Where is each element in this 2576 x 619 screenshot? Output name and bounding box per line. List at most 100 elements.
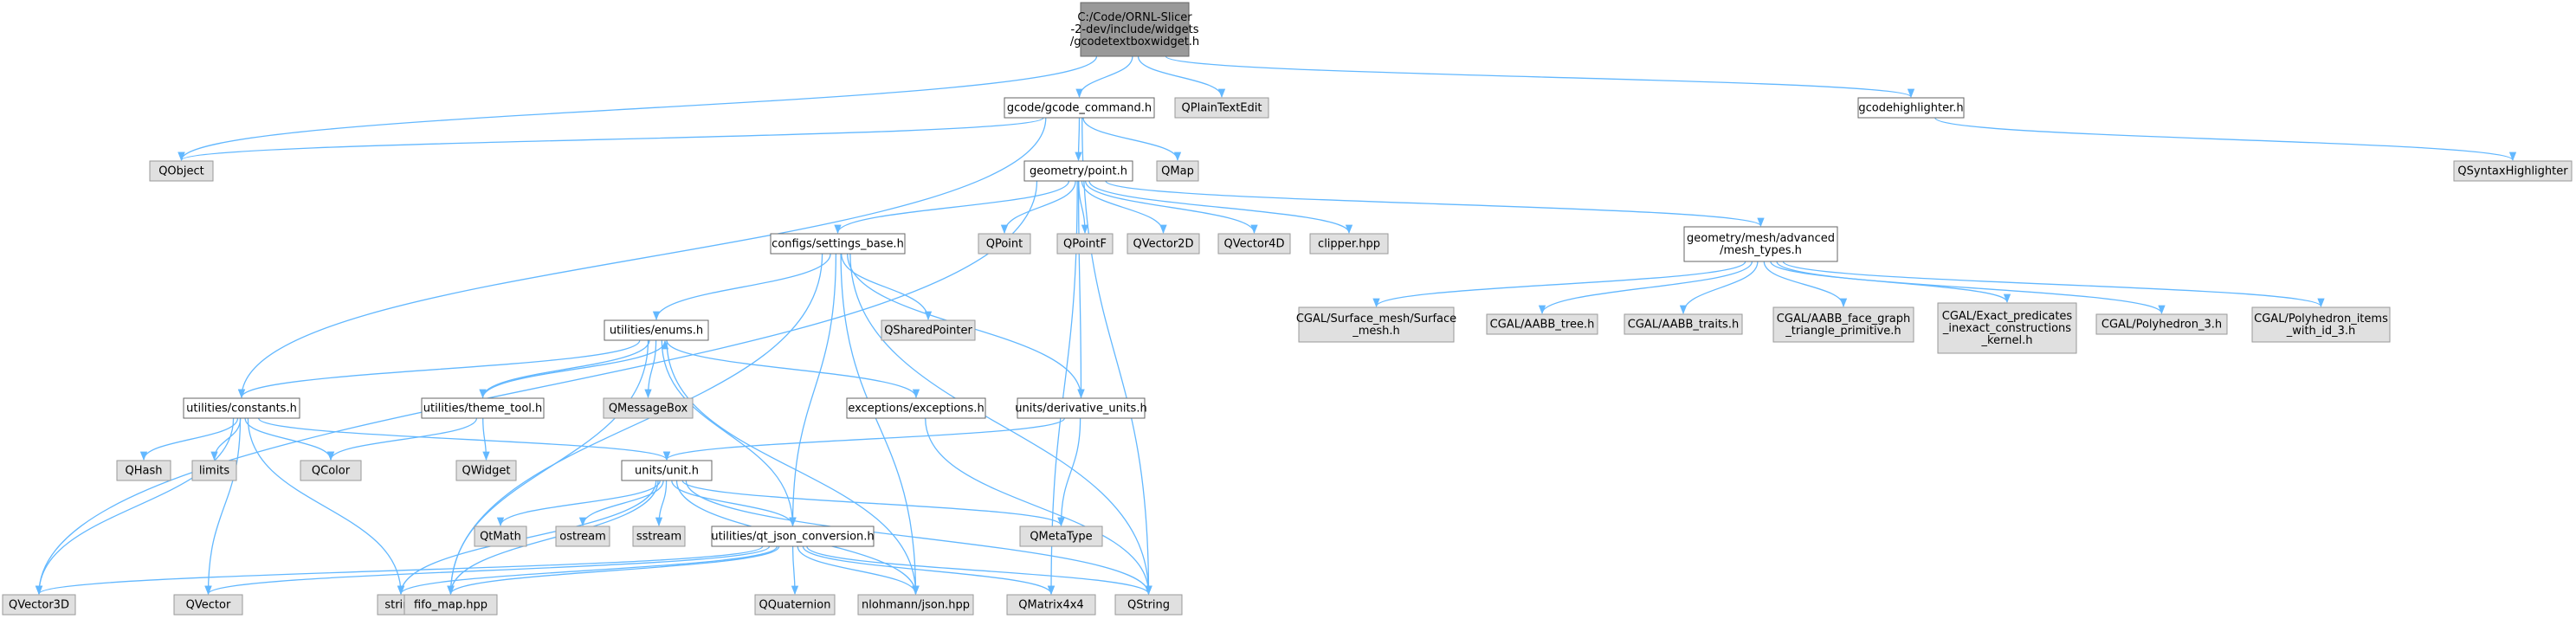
- dependency-edge-settings_base-to-qsharedpointer: [841, 253, 933, 321]
- node-qmap: QMap: [1156, 160, 1199, 182]
- node-box: [1127, 233, 1200, 255]
- node-label-line: QVector3D: [9, 599, 69, 612]
- node-theme-tool[interactable]: utilities/theme_tool.h: [421, 397, 545, 419]
- node-polyhedron-items: CGAL/Polyhedron_items_with_id_3.h: [2251, 306, 2391, 343]
- dependency-edge-mesh_types-to-polyhedron_items: [1782, 261, 2325, 308]
- dependency-edge-exceptions-to-qstring: [925, 417, 1152, 596]
- node-label-line: gcode/gcode_command.h: [1007, 102, 1152, 115]
- node-box: [770, 233, 906, 255]
- node-aabb-tree: CGAL/AABB_tree.h: [1486, 313, 1598, 335]
- dependency-edge-constants-to-qvector: [204, 417, 242, 596]
- node-label-line: QMessageBox: [609, 403, 688, 416]
- node-box: [191, 460, 237, 481]
- dependency-edge-settings_base-to-qstring: [849, 253, 1152, 596]
- dependency-edge-mesh_types-to-surface_mesh: [1372, 261, 1746, 308]
- node-label-line: fifo_map.hpp: [414, 599, 487, 612]
- node-label-line: units/derivative_units.h: [1015, 403, 1146, 416]
- node-label-line: nlohmann/json.hpp: [862, 599, 970, 612]
- node-label-line: geometry/mesh/advanced: [1687, 232, 1835, 245]
- node-label-line: /mesh_types.h: [1720, 244, 1802, 257]
- dependency-edge-enums-to-exceptions: [666, 339, 920, 399]
- node-box: [183, 397, 300, 419]
- node-box: [1023, 160, 1133, 182]
- node-label-line: QPointF: [1063, 238, 1107, 251]
- node-box: [1309, 233, 1389, 255]
- node-constants[interactable]: utilities/constants.h: [183, 397, 300, 419]
- node-qmetatype: QMetaType: [1019, 526, 1103, 547]
- node-label-line: utilities/theme_tool.h: [423, 403, 543, 416]
- node-box: [1156, 160, 1199, 182]
- node-unit[interactable]: units/unit.h: [621, 460, 713, 481]
- dependency-edge-root-to-gcode_command: [1075, 55, 1133, 99]
- node-label-line: QPlainTextEdit: [1182, 102, 1262, 115]
- node-box: [1937, 302, 2077, 354]
- node-qt-json[interactable]: utilities/qt_json_conversion.h: [711, 526, 875, 547]
- node-enums[interactable]: utilities/enums.h: [604, 319, 709, 341]
- dependency-edge-theme_tool-to-qwidget: [482, 417, 490, 461]
- dependency-edge-root-to-qplaintextedit: [1137, 55, 1226, 99]
- node-qstring: QString: [1114, 594, 1183, 616]
- node-root[interactable]: C:/Code/ORNL-Slicer-2-dev/include/widget…: [1070, 2, 1199, 57]
- dependency-edge-enums-to-theme_tool: [479, 339, 650, 399]
- node-label-line: CGAL/Polyhedron_items: [2254, 313, 2388, 326]
- node-label-line: _inexact_constructions: [1942, 322, 2071, 335]
- node-label-line: configs/settings_base.h: [772, 238, 904, 251]
- dependency-edge-unit-to-qt_json: [671, 480, 797, 527]
- node-qvector2d: QVector2D: [1127, 233, 1200, 255]
- dependency-edge-point-to-qpoint: [1000, 180, 1076, 235]
- node-qobject: QObject: [149, 160, 214, 182]
- node-point[interactable]: geometry/point.h: [1023, 160, 1133, 182]
- dependency-edge-enums-to-qt_json: [661, 339, 797, 527]
- node-label-line: QVector2D: [1133, 238, 1194, 251]
- node-gcode-command[interactable]: gcode/gcode_command.h: [1004, 97, 1155, 119]
- node-box: [2095, 313, 2228, 335]
- node-exceptions[interactable]: exceptions/exceptions.h: [846, 397, 986, 419]
- dependency-edge-enums-to-json: [666, 339, 920, 596]
- node-gcodehighlighter[interactable]: gcodehighlighter.h: [1857, 97, 1965, 119]
- dependency-edge-mesh_types-to-aabb_tree: [1538, 261, 1753, 315]
- dependency-edge-unit-to-qtmath: [496, 480, 661, 527]
- node-json: nlohmann/json.hpp: [857, 594, 974, 616]
- node-box: [404, 594, 498, 616]
- dependency-edge-qt_json-to-qvector3d: [36, 545, 764, 596]
- node-qcolor: QColor: [300, 460, 362, 481]
- node-label-line: CGAL/AABB_face_graph: [1777, 313, 1910, 326]
- dependency-edge-qt_json-to-qvector: [204, 545, 771, 596]
- node-box: [455, 460, 517, 481]
- node-label-line: utilities/qt_json_conversion.h: [711, 531, 874, 544]
- node-box: [978, 233, 1031, 255]
- node-qplaintextedit: QPlainTextEdit: [1174, 97, 1269, 119]
- node-mesh-types[interactable]: geometry/mesh/advanced/mesh_types.h: [1683, 226, 1838, 262]
- node-label-line: _triangle_primitive.h: [1785, 325, 1901, 338]
- node-label-line: sstream: [636, 531, 681, 544]
- node-label-line: QColor: [312, 465, 351, 478]
- dependency-edge-constants-to-limits: [210, 417, 242, 461]
- node-label-line: _mesh.h: [1352, 325, 1400, 338]
- node-qpointf: QPointF: [1056, 233, 1114, 255]
- edge-layer: [35, 55, 2516, 596]
- node-qsyntaxhighlighter: QSyntaxHighlighter: [2453, 160, 2573, 182]
- node-label-line: gcodehighlighter.h: [1858, 102, 1963, 115]
- node-exact-predicates: CGAL/Exact_predicates_inexact_constructi…: [1937, 302, 2077, 354]
- dependency-edge-qt_json-to-json: [797, 545, 920, 596]
- dependency-edge-unit-to-qmetatype: [681, 480, 1065, 527]
- node-box: [2453, 160, 2573, 182]
- node-box: [116, 460, 171, 481]
- dependency-edge-settings_base-to-enums: [652, 253, 831, 321]
- dependency-edge-enums-to-qmessagebox: [644, 339, 657, 399]
- dependency-edge-gcodehighlighter-to-qsyntaxhighlighter: [1934, 117, 2516, 162]
- node-box: [711, 526, 875, 547]
- node-box: [1056, 233, 1114, 255]
- node-settings-base[interactable]: configs/settings_base.h: [770, 233, 906, 255]
- node-label-line: QVector4D: [1224, 238, 1285, 251]
- node-derivative-units[interactable]: units/derivative_units.h: [1015, 397, 1147, 419]
- node-box: [1017, 397, 1146, 419]
- node-label-line: /gcodetextboxwidget.h: [1070, 35, 1199, 48]
- dependency-edge-settings_base-to-json: [840, 253, 920, 596]
- node-limits: limits: [191, 460, 237, 481]
- dependency-edge-derivative_units-to-qmetatype: [1057, 417, 1081, 527]
- node-label-line: utilities/constants.h: [186, 403, 297, 416]
- node-box: [149, 160, 214, 182]
- node-qquaternion: QQuaternion: [754, 594, 836, 616]
